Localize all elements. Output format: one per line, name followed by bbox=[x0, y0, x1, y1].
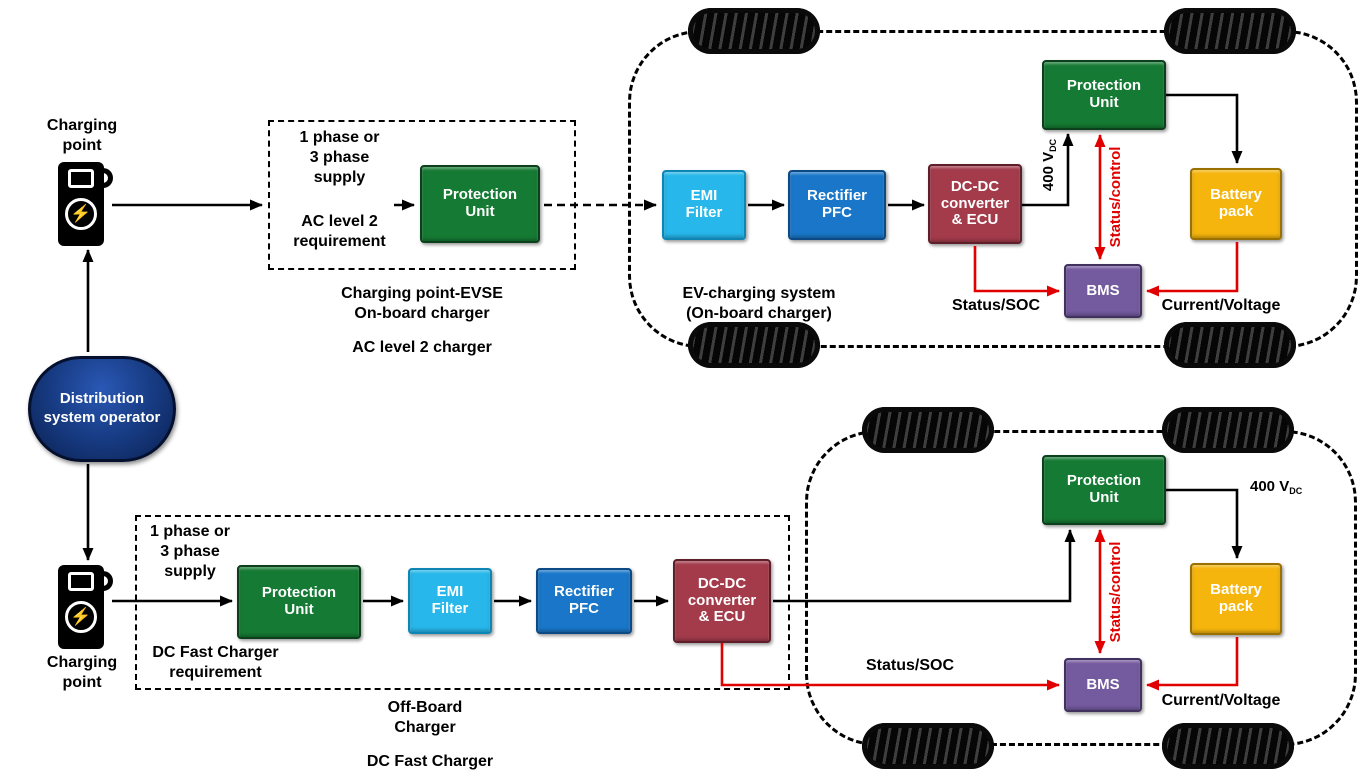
ev2-voltage-label: 400 VDC bbox=[1250, 478, 1350, 497]
dc-charger-type-label: DC Fast Charger bbox=[366, 753, 494, 770]
ev2-tire-front-right-icon bbox=[1162, 407, 1294, 453]
voltage-subscript: DC bbox=[1289, 486, 1303, 496]
ev2-bms-box: BMS bbox=[1064, 658, 1142, 712]
ev1-system-label: EV-charging system (On-board charger) bbox=[682, 285, 836, 322]
voltage-value: 400 V bbox=[1250, 478, 1290, 495]
ac-supply-label: 1 phase or 3 phase supply bbox=[299, 129, 380, 186]
ev1-tire-front-left-icon bbox=[688, 8, 820, 54]
charger-plug-icon bbox=[97, 168, 113, 188]
ev1-dcdc-converter-box: DC-DC converter & ECU bbox=[928, 164, 1022, 244]
ev1-rectifier-pfc-box: Rectifier PFC bbox=[788, 170, 886, 240]
ac-charger-type-label: AC level 2 charger bbox=[352, 339, 492, 356]
charging-station-bottom-icon: ⚡ bbox=[58, 565, 113, 649]
ev1-emi-filter-box: EMI Filter bbox=[662, 170, 746, 240]
charger-screen-icon bbox=[68, 572, 94, 591]
dc-emi-filter-box: EMI Filter bbox=[408, 568, 492, 634]
charging-point-bottom-label: Charging point bbox=[46, 654, 118, 691]
ev1-voltage-label: 400 VDC bbox=[1040, 127, 1060, 203]
voltage-subscript: DC bbox=[1048, 138, 1058, 152]
ev1-outline bbox=[628, 30, 1358, 348]
charging-station-body: ⚡ bbox=[58, 565, 113, 649]
ev2-status-soc-label: Status/SOC bbox=[865, 657, 954, 674]
ev1-tire-rear-left-icon bbox=[688, 322, 820, 368]
charging-station-top-icon: ⚡ bbox=[58, 162, 113, 246]
voltage-value: 400 V bbox=[1040, 151, 1057, 192]
ev1-tire-rear-right-icon bbox=[1164, 322, 1296, 368]
ev1-status-soc-label: Status/SOC bbox=[951, 297, 1040, 314]
dso-node: Distribution system operator bbox=[28, 356, 176, 462]
ac-caption: Charging point-EVSE On-board charger bbox=[341, 285, 503, 322]
ev1-bms-box: BMS bbox=[1064, 264, 1142, 318]
charger-plug-icon bbox=[97, 571, 113, 591]
charging-point-top-label: Charging point bbox=[46, 117, 118, 154]
ev2-protection-unit-box: Protection Unit bbox=[1042, 455, 1166, 525]
ev1-tire-front-right-icon bbox=[1164, 8, 1296, 54]
dc-supply-label: 1 phase or 3 phase supply bbox=[149, 523, 231, 580]
ev2-tire-rear-left-icon bbox=[862, 723, 994, 769]
dc-dcdc-converter-box: DC-DC converter & ECU bbox=[673, 559, 771, 643]
ac-protection-unit-box: Protection Unit bbox=[420, 165, 540, 243]
lightning-bolt-icon: ⚡ bbox=[65, 601, 97, 633]
dc-requirement-label: DC Fast Charger requirement bbox=[152, 644, 279, 681]
ev2-tire-rear-right-icon bbox=[1162, 723, 1294, 769]
ac-requirement-box bbox=[268, 120, 576, 270]
ev2-tire-front-left-icon bbox=[862, 407, 994, 453]
lightning-bolt-icon: ⚡ bbox=[65, 198, 97, 230]
ev1-current-voltage-label: Current/Voltage bbox=[1161, 297, 1281, 314]
dc-requirement-box bbox=[135, 515, 790, 690]
charger-screen-icon bbox=[68, 169, 94, 188]
ev2-battery-pack-box: Battery pack bbox=[1190, 563, 1282, 635]
dc-caption: Off-Board Charger bbox=[387, 699, 463, 736]
ac-requirement-label: AC level 2 requirement bbox=[293, 213, 386, 250]
ev2-status-control-label: Status/control bbox=[1107, 541, 1124, 643]
ev1-battery-pack-box: Battery pack bbox=[1190, 168, 1282, 240]
ev1-status-control-label: Status/control bbox=[1107, 146, 1124, 248]
dc-rectifier-pfc-box: Rectifier PFC bbox=[536, 568, 632, 634]
ev2-current-voltage-label: Current/Voltage bbox=[1161, 692, 1281, 709]
ev1-protection-unit-box: Protection Unit bbox=[1042, 60, 1166, 130]
dc-protection-unit-box: Protection Unit bbox=[237, 565, 361, 639]
charging-station-body: ⚡ bbox=[58, 162, 113, 246]
